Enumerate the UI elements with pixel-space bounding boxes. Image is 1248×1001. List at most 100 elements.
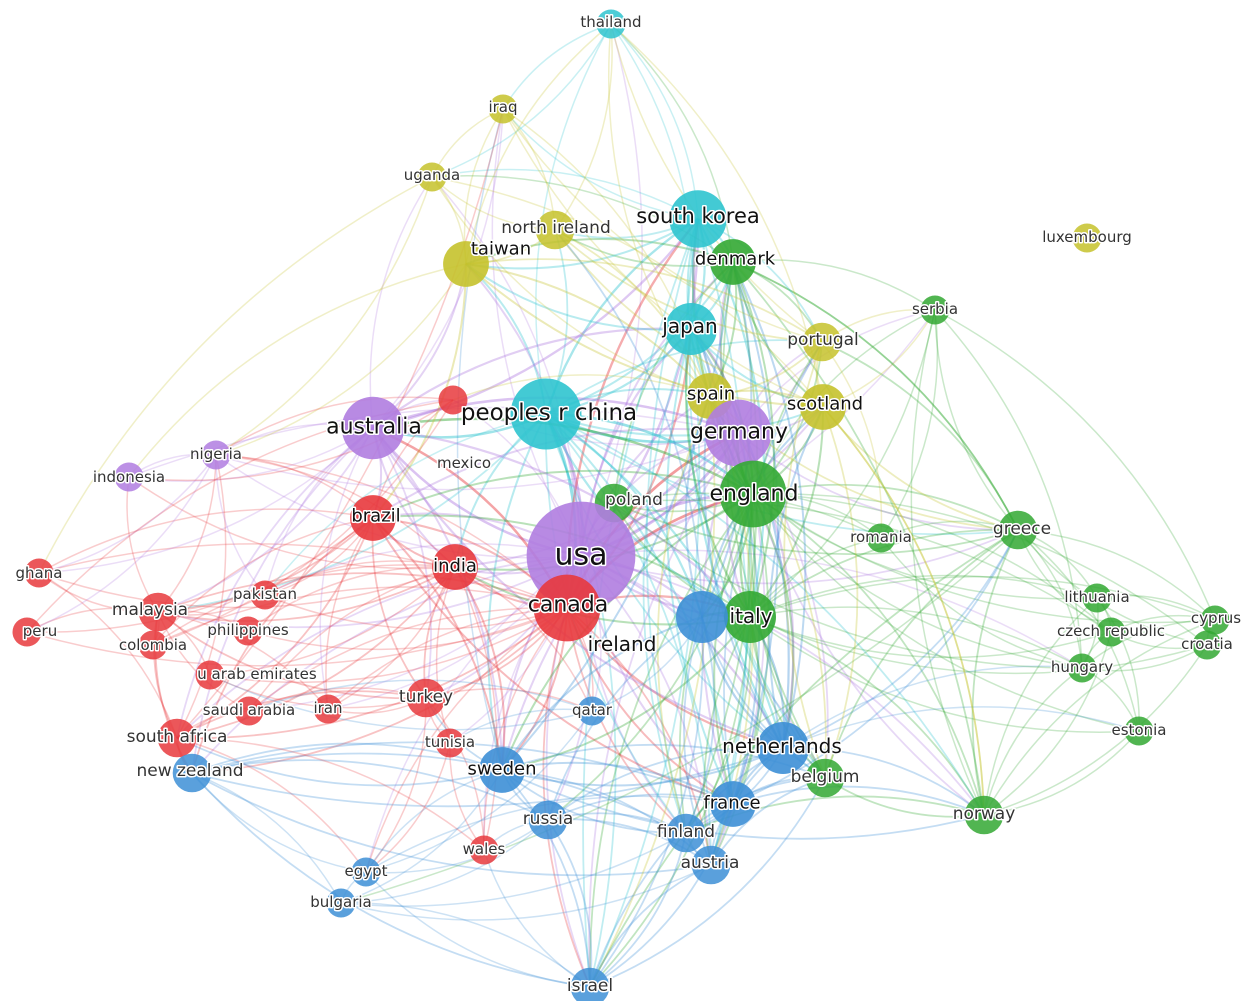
node-russia[interactable] xyxy=(528,800,568,840)
node-malaysia[interactable] xyxy=(138,592,178,632)
node-india[interactable] xyxy=(432,544,478,590)
node-portugal[interactable] xyxy=(802,322,842,362)
node-hungary[interactable] xyxy=(1067,653,1097,683)
node-luxembourg[interactable] xyxy=(1072,223,1102,253)
label-qatar: qatar xyxy=(572,701,613,719)
node-peru[interactable] xyxy=(12,617,42,647)
node-bulgaria[interactable] xyxy=(326,888,356,918)
link-greece-belgium xyxy=(824,529,1019,779)
node-iran[interactable] xyxy=(313,694,343,724)
label-israel: israel xyxy=(567,976,613,996)
node-wales[interactable] xyxy=(469,835,499,865)
link-peoples-r-china-malaysia xyxy=(157,413,547,613)
link-mexico-nigeria xyxy=(215,396,454,456)
node-belgium[interactable] xyxy=(805,758,845,798)
node-mexico[interactable] xyxy=(438,385,468,415)
link-malaysia-nigeria xyxy=(157,454,217,613)
node-croatia[interactable] xyxy=(1192,630,1222,660)
node-colombia[interactable] xyxy=(138,630,168,660)
node-scotland[interactable] xyxy=(800,384,846,430)
link-canada-nigeria xyxy=(215,454,568,609)
link-norway-hungary xyxy=(983,667,1083,816)
node-ghana[interactable] xyxy=(24,558,54,588)
link-new-zealand-russia xyxy=(191,759,549,821)
node-romania[interactable] xyxy=(866,523,896,553)
label-sweden: sweden xyxy=(467,759,536,780)
node-czech-republic[interactable] xyxy=(1096,617,1126,647)
node-canada[interactable] xyxy=(533,574,601,642)
link-canada-ghana xyxy=(38,543,568,609)
node-england[interactable] xyxy=(719,460,787,528)
label-colombia: colombia xyxy=(119,636,187,654)
link-norway-denmark xyxy=(732,261,985,816)
label-germany: germany xyxy=(690,420,788,445)
link-italy-serbia xyxy=(749,309,936,618)
link-sweden-norway xyxy=(501,769,985,840)
node-taiwan[interactable] xyxy=(443,241,489,287)
label-north-ireland: north ireland xyxy=(501,218,611,238)
link-new-zealand-finland xyxy=(191,752,687,834)
link-india-ghana xyxy=(38,566,456,609)
link-brazil-ghana xyxy=(38,508,374,574)
node-lithuania[interactable] xyxy=(1082,583,1112,613)
node-france[interactable] xyxy=(710,781,756,827)
node-u-arab-emirates[interactable] xyxy=(195,660,225,690)
link-england-france xyxy=(713,493,754,805)
node-brazil[interactable] xyxy=(350,495,396,541)
node-turkey[interactable] xyxy=(406,678,446,718)
node-qatar[interactable] xyxy=(577,696,607,726)
node-ireland[interactable] xyxy=(676,591,728,643)
link-norway-croatia xyxy=(983,644,1208,816)
label-brazil: brazil xyxy=(351,506,400,527)
link-germany-nigeria xyxy=(215,432,739,491)
node-nigeria[interactable] xyxy=(201,440,231,470)
node-south-africa[interactable] xyxy=(157,718,197,758)
label-scotland: scotland xyxy=(787,394,863,415)
link-new-zealand-netherlands xyxy=(191,747,784,808)
link-norway-belgium xyxy=(824,777,985,818)
node-japan[interactable] xyxy=(665,303,717,355)
link-greece-estonia xyxy=(1017,529,1140,732)
node-philippines[interactable] xyxy=(233,616,263,646)
link-netherlands-estonia xyxy=(782,706,1140,749)
link-new-zealand-israel xyxy=(191,772,591,988)
node-pakistan[interactable] xyxy=(250,580,280,610)
link-italy-austria xyxy=(703,616,751,866)
node-indonesia[interactable] xyxy=(114,462,144,492)
node-germany[interactable] xyxy=(704,399,772,467)
node-egypt[interactable] xyxy=(351,857,381,887)
link-uganda-ghana xyxy=(38,176,433,574)
node-netherlands[interactable] xyxy=(757,722,809,774)
link-australia-malaysia xyxy=(157,427,374,613)
link-iraq-scotland xyxy=(502,108,824,408)
node-north-ireland[interactable] xyxy=(535,210,575,250)
node-uganda[interactable] xyxy=(417,162,447,192)
link-peoples-r-china-israel xyxy=(545,413,617,988)
link-finland-israel xyxy=(589,832,687,988)
node-thailand[interactable] xyxy=(596,9,626,39)
link-thailand-iraq xyxy=(502,23,612,110)
label-south-africa: south africa xyxy=(127,727,228,747)
node-austria[interactable] xyxy=(691,845,731,885)
node-israel[interactable] xyxy=(570,967,610,1001)
node-norway[interactable] xyxy=(964,795,1004,835)
node-denmark[interactable] xyxy=(710,239,756,285)
node-south-korea[interactable] xyxy=(669,190,727,248)
link-nigeria-taiwan xyxy=(215,263,467,456)
node-serbia[interactable] xyxy=(920,295,950,325)
node-cyprus[interactable] xyxy=(1200,605,1230,635)
node-estonia[interactable] xyxy=(1124,716,1154,746)
node-finland[interactable] xyxy=(666,813,706,853)
label-portugal: portugal xyxy=(787,330,859,350)
node-peoples-r-china[interactable] xyxy=(510,378,582,450)
node-australia[interactable] xyxy=(341,396,405,460)
link-greece-serbia xyxy=(934,309,1019,531)
node-sweden[interactable] xyxy=(479,747,525,793)
node-tunisia[interactable] xyxy=(435,728,465,758)
node-saudi-arabia[interactable] xyxy=(234,696,264,726)
label-greece: greece xyxy=(993,519,1051,539)
node-italy[interactable] xyxy=(724,591,776,643)
node-greece[interactable] xyxy=(998,510,1038,550)
node-iraq[interactable] xyxy=(488,94,518,124)
node-new-zealand[interactable] xyxy=(172,753,212,793)
